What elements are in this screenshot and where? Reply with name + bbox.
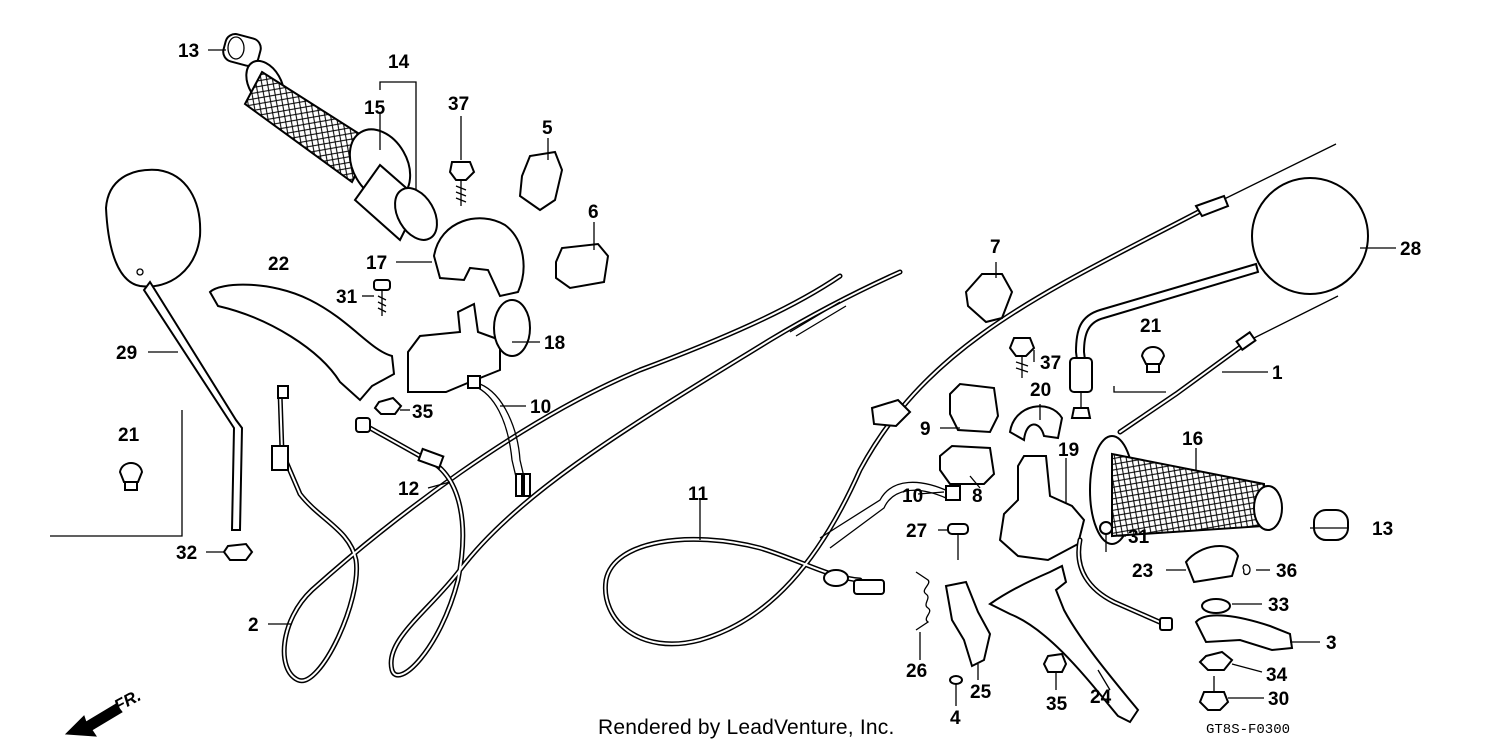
- bolt-37-left: [448, 161, 476, 206]
- mirror-right: [1069, 177, 1369, 419]
- nut-34: [1198, 650, 1234, 671]
- callout-1: 1: [1272, 363, 1283, 384]
- clutch-lever-left: [208, 283, 396, 402]
- callout-34: 34: [1266, 665, 1288, 686]
- front-direction-arrow-icon: [64, 703, 123, 737]
- callout-19: 19: [1058, 440, 1079, 461]
- callout-11: 11: [688, 484, 709, 505]
- bracket-25: [944, 580, 992, 668]
- callout-25: 25: [970, 682, 992, 703]
- callout-18: 18: [544, 333, 565, 354]
- brake-lever-housing: [998, 455, 1086, 562]
- clutch-cable: [271, 273, 843, 684]
- handle-grip-left: [243, 59, 438, 242]
- switch-wire-right: [819, 481, 961, 549]
- screw-31-left: [373, 279, 391, 316]
- callout-6: 6: [588, 202, 599, 223]
- callout-3: 3: [1326, 633, 1337, 654]
- callout-8: 8: [972, 486, 983, 507]
- callout-28: 28: [1400, 239, 1421, 260]
- callout-14: 14: [388, 52, 410, 73]
- switch-wire-left: [467, 375, 531, 497]
- spring-26: [915, 571, 931, 631]
- washer-33: [1201, 598, 1231, 614]
- callout-29: 29: [116, 343, 137, 364]
- grip-end-cap-left: [222, 33, 262, 67]
- callout-17: 17: [366, 253, 387, 274]
- grip-end-cap-right: [1313, 509, 1349, 541]
- callout-31-right: 31: [1128, 527, 1150, 548]
- switch-part-5: [518, 150, 564, 212]
- credit-text: Rendered by LeadVenture, Inc.: [598, 716, 895, 739]
- callout-26: 26: [906, 661, 927, 682]
- callout-35-left: 35: [412, 402, 434, 423]
- callout-9: 9: [920, 419, 931, 440]
- brake-arm-3: [1194, 614, 1294, 652]
- callout-13-left: 13: [178, 41, 199, 62]
- callout-24: 24: [1090, 687, 1112, 708]
- cap-21-right: [1140, 346, 1166, 373]
- throttle-housing-cover: [432, 217, 525, 298]
- callout-30: 30: [1268, 689, 1289, 710]
- switch-part-6: [555, 242, 610, 290]
- callout-37-left: 37: [448, 94, 469, 115]
- callout-16: 16: [1182, 429, 1203, 450]
- switch-part-9: [949, 382, 1000, 434]
- callout-31-left: 31: [336, 287, 358, 308]
- pivot-pin-27: [947, 523, 969, 560]
- throttle-housing: [407, 299, 531, 393]
- callout-37-right: 37: [1040, 353, 1061, 374]
- nut-35-left: [373, 396, 403, 415]
- callout-22: 22: [268, 254, 289, 275]
- callout-33: 33: [1268, 595, 1289, 616]
- callout-21-right: 21: [1140, 316, 1162, 337]
- cap-21-left: [118, 462, 144, 491]
- callout-10-right: 10: [902, 486, 923, 507]
- brake-cable: [602, 143, 1337, 647]
- callout-15: 15: [364, 98, 386, 119]
- bolt-37-right: [1008, 337, 1036, 378]
- callout-12: 12: [398, 479, 419, 500]
- washer-4: [949, 675, 963, 685]
- lever-cover-23: [1184, 544, 1240, 584]
- callout-13-right: 13: [1372, 519, 1393, 540]
- callout-4: 4: [950, 708, 961, 729]
- callout-5: 5: [542, 118, 553, 139]
- diagram-code: GT8S-F0300: [1206, 722, 1291, 738]
- brake-lever-right: [988, 564, 1140, 724]
- callout-32: 32: [176, 543, 197, 564]
- switch-part-7: [964, 273, 1014, 324]
- callout-23: 23: [1132, 561, 1153, 582]
- nut-32: [222, 542, 254, 561]
- throttle-cable: [355, 269, 903, 678]
- callout-7: 7: [990, 237, 1001, 258]
- switch-part-8: [939, 444, 996, 485]
- bolt-30: [1198, 676, 1230, 711]
- nut-35-right: [1042, 652, 1068, 673]
- callout-27: 27: [906, 521, 927, 542]
- throttle-cable-right: [1117, 295, 1339, 435]
- screw-31-right: [1099, 521, 1113, 552]
- callout-35-right: 35: [1046, 694, 1068, 715]
- handle-grip-right: [1089, 435, 1283, 545]
- clamp-holder: [1008, 405, 1064, 442]
- callout-10-left: 10: [530, 397, 551, 418]
- callout-21-left: 21: [118, 425, 140, 446]
- callout-20: 20: [1030, 380, 1051, 401]
- callout-2: 2: [248, 615, 259, 636]
- brake-switch-cable: [1076, 537, 1173, 631]
- mirror-left: [104, 168, 244, 531]
- callout-36: 36: [1276, 561, 1297, 582]
- clip-36: [1242, 564, 1251, 576]
